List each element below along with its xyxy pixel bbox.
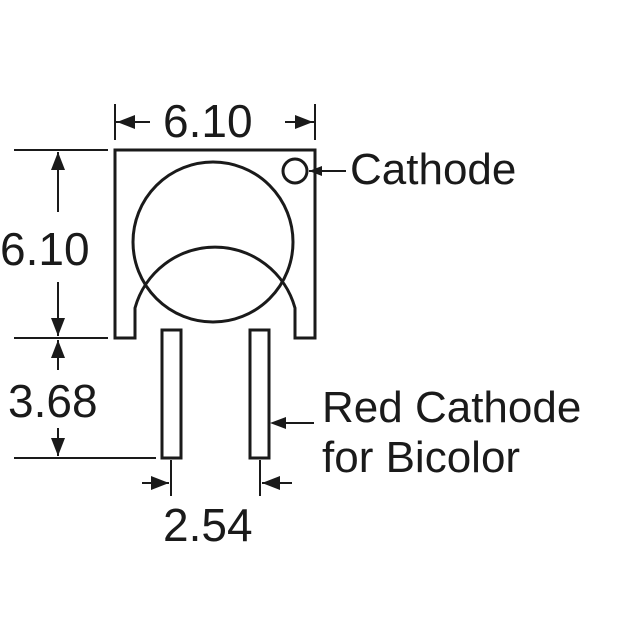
lead-dim-arrow-bottom [51,438,65,456]
spacing-dim-arrow-left [151,476,169,490]
top-dim-arrow-left [117,115,135,129]
lead-length-dimension: 3.68 [8,375,98,427]
red-cathode-leader-arrow [270,417,286,429]
cathode-label: Cathode [350,145,517,194]
cathode-leader-arrow [309,166,322,176]
height-dim-arrow-top [51,152,65,170]
red-cathode-label-line2: for Bicolor [322,433,521,482]
height-dimension: 6.10 [0,223,90,275]
led-lens [131,160,295,324]
spacing-dim-arrow-right [262,476,280,490]
right-lead [248,328,271,460]
cathode-marker [281,157,309,185]
lead-spacing-dimension: 2.54 [163,499,253,551]
lead-dim-arrow-top [51,340,65,358]
led-housing-outline [113,148,317,340]
top-width-dimension: 6.10 [163,95,253,147]
red-cathode-label-line1: Red Cathode [322,383,582,432]
top-dim-arrow-right [295,115,313,129]
left-lead [160,328,183,460]
height-dim-arrow-bottom [51,318,65,336]
